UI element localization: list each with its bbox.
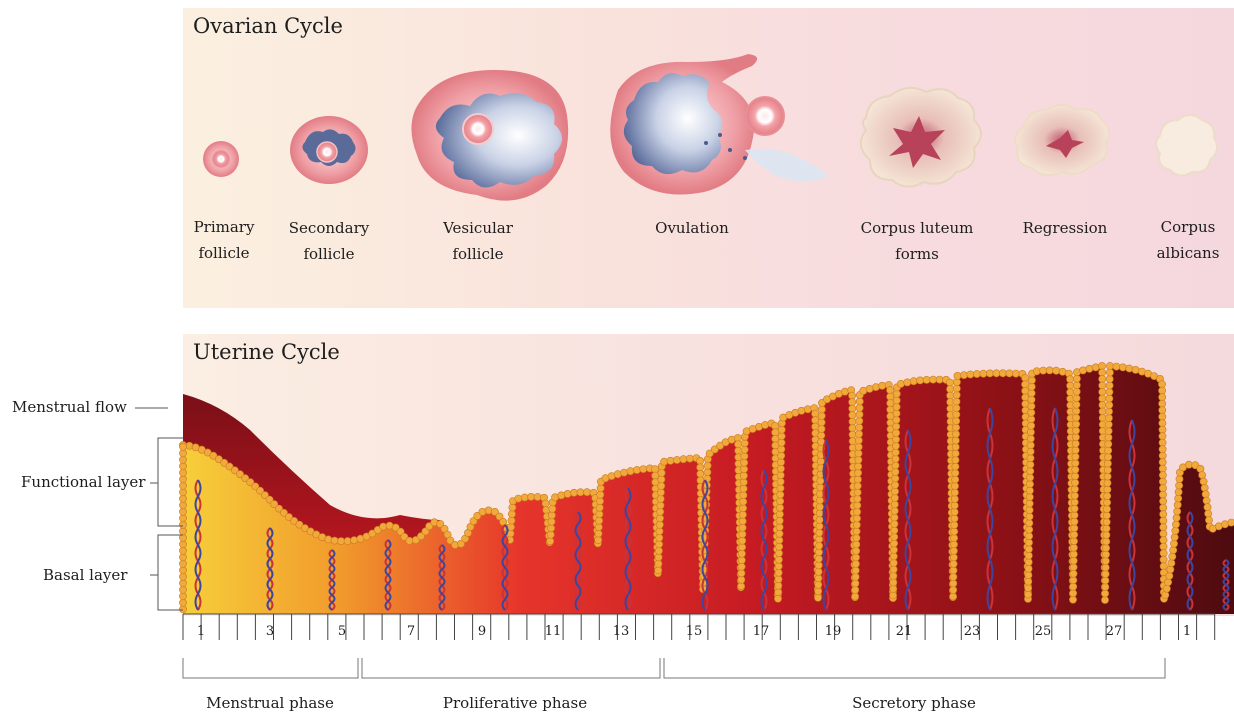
regression-icon (1015, 105, 1109, 175)
corpus-luteum-icon (861, 88, 981, 187)
day-label: 5 (338, 624, 346, 639)
stage-label-ovulation: Ovulation (655, 215, 729, 241)
day-label: 1 (1183, 624, 1191, 639)
phase-label-menstrual: Menstrual phase (206, 694, 334, 712)
secondary-follicle-icon (290, 116, 368, 184)
day-label: 23 (964, 624, 981, 639)
vesicular-follicle-icon (411, 70, 568, 201)
day-label: 15 (686, 624, 703, 639)
stage-label-secondary-follicle: Secondary follicle (289, 215, 369, 267)
stage-label-corpus-albicans: Corpus albicans (1157, 214, 1220, 266)
stage-label-corpus-luteum: Corpus luteum forms (861, 215, 974, 267)
stage-label-vesicular-follicle: Vesicular follicle (443, 215, 513, 267)
label-basal-layer: Basal layer (43, 566, 127, 584)
stage-label-primary-follicle: Primary follicle (194, 214, 255, 266)
day-label: 9 (478, 624, 486, 639)
day-label: 27 (1106, 624, 1123, 639)
phase-label-proliferative: Proliferative phase (443, 694, 587, 712)
phase-label-secretory: Secretory phase (852, 694, 976, 712)
day-label: 11 (545, 624, 562, 639)
label-functional-layer: Functional layer (21, 473, 145, 491)
day-label: 1 (197, 624, 205, 639)
layer-brackets (135, 408, 183, 610)
day-label: 7 (407, 624, 415, 639)
stage-label-regression: Regression (1023, 215, 1108, 241)
day-label: 17 (753, 624, 770, 639)
day-label: 21 (896, 624, 913, 639)
day-label: 19 (825, 624, 842, 639)
label-menstrual-flow: Menstrual flow (12, 398, 127, 416)
day-label: 25 (1035, 624, 1052, 639)
day-label: 3 (266, 624, 274, 639)
primary-follicle-icon (203, 141, 239, 177)
day-label: 13 (613, 624, 630, 639)
phase-brackets (183, 658, 1165, 678)
ovulation-icon (610, 54, 829, 195)
corpus-albicans-icon (1156, 115, 1217, 176)
